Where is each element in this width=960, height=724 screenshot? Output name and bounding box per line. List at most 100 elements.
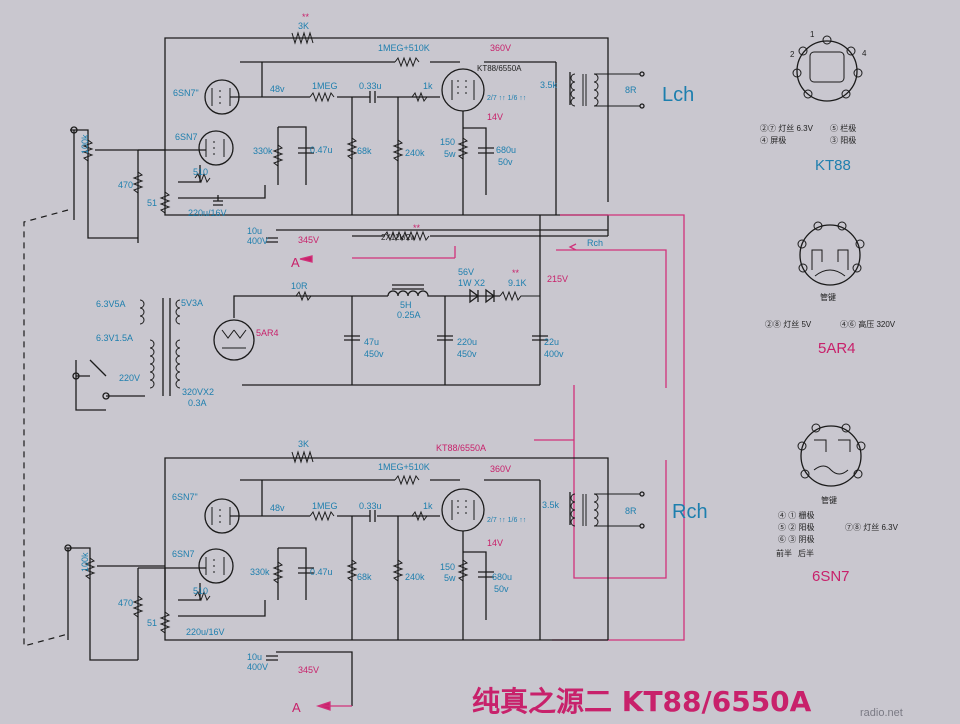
5ar4-legend-2: ④⑥ 高压 320V: [840, 319, 896, 329]
lch-power-tube-label: KT88/6550A: [477, 64, 522, 73]
rch-ot-secondary-label: 8R: [625, 506, 637, 516]
kt88-pin-4: 4: [862, 49, 867, 58]
rch-node-a-label: A: [292, 700, 301, 715]
page-title: 纯真之源二 KT88/6550A: [472, 685, 812, 718]
power-heater1-label: 6.3V5A: [96, 299, 126, 309]
lch-r-330k-label: 330k: [253, 146, 273, 156]
power-supply: 2X12k/2w ** A Rch 6.3V5A 6.3V1.5A 5V3A 2…: [72, 214, 685, 641]
6sn7-legend-3: ⑥ ③ 阴极: [778, 534, 814, 544]
lch-c-10u-label: 10u: [247, 226, 262, 236]
watermark: radio.net: [860, 707, 903, 719]
lch-r-pot-label: 100k: [80, 134, 90, 154]
lch-c-couple-label: 0.33u: [359, 81, 382, 91]
lch-screen-tap-label: 2/7 ↑↑ 1/6 ↑↑: [487, 95, 526, 102]
5ar4-name: 5AR4: [818, 340, 856, 357]
pinout-kt88: 1 2 4 ②⑦ 灯丝 6.3V ⑤ 栏极 ④ 屏极 ③ 阳极 KT88: [760, 30, 867, 174]
rch-r-fb-label: 3K: [298, 439, 309, 449]
pinout-5ar4: 管键 ②⑧ 灯丝 5V ④⑥ 高压 320V 5AR4: [765, 221, 896, 357]
rch-c-047-label: 0.47u: [310, 567, 333, 577]
lch-plate-v-label: 48v: [270, 84, 285, 94]
power-rectifier-label: 5AR4: [256, 328, 279, 338]
power-mains-label: 220V: [119, 373, 140, 383]
power-rch-tap-label: Rch: [587, 238, 603, 248]
6sn7-legend-4: ⑦⑧ 灯丝 6.3V: [845, 522, 899, 532]
lch-b-plus-label: 360V: [490, 43, 511, 53]
lch-c-50v-label: 50v: [498, 157, 513, 167]
rch-power-tube-label: KT88/6550A: [436, 443, 486, 453]
lch-r-fb-label: 3K: [298, 21, 309, 31]
6sn7-section-rear: 后半: [798, 548, 814, 558]
6sn7-section-front: 前半: [776, 548, 792, 558]
rch-r-240k-label: 240k: [405, 572, 425, 582]
rch-r-feedback-label: 1MEG+510K: [378, 462, 430, 472]
power-r-dropper-label: 2X12k/2w: [381, 233, 416, 242]
lch-r-240k-label: 240k: [405, 148, 425, 158]
rch-screen-tap-label: 2/7 ↑↑ 1/6 ↑↑: [487, 517, 526, 524]
lch-v1a-label: 6SN7": [173, 88, 199, 98]
power-c3-voltage: 400v: [544, 349, 564, 359]
power-hv-current-label: 0.3A: [188, 398, 207, 408]
power-hv-winding-label: 320VX2: [182, 387, 214, 397]
lch-r-stopper-label: 1k: [423, 81, 433, 91]
kt88-legend-3: ④ 屏极: [760, 135, 786, 145]
rch-r-grid-label: 1MEG: [312, 501, 338, 511]
lch-r-5w-label: 5w: [444, 149, 456, 159]
lch-c-047-label: 0.47u: [310, 145, 333, 155]
power-v-215-label: 215V: [547, 274, 568, 284]
rch-c-680-label: 680u: [492, 572, 512, 582]
lch-ot-primary-label: 3.5k: [540, 80, 558, 90]
rch-r-510-label: 510: [193, 586, 208, 596]
pinout-6sn7: 管键 ④ ① 栅极 ⑤ ② 阳极 ⑥ ③ 阴极 ⑦⑧ 灯丝 6.3V 前半 后半…: [776, 423, 899, 585]
kt88-legend-2: ⑤ 栏极: [830, 123, 856, 133]
power-r-91k-label: 9.1K: [508, 278, 527, 288]
rch-v1a-label: 6SN7": [172, 492, 198, 502]
power-zener-label: 56V: [458, 267, 474, 277]
6sn7-legend-2: ⑤ ② 阳极: [778, 522, 814, 532]
left-channel-amplifier: 3K ** 1MEG+510K 360V 6SN7" 6SN7 48v 1MEG…: [70, 12, 694, 246]
power-zener-spec-label: 1W X2: [458, 278, 485, 288]
rch-plate-v-label: 48v: [270, 503, 285, 513]
lch-r-51-label: 51: [147, 198, 157, 208]
power-c1-voltage: 450v: [364, 349, 384, 359]
power-c2-value: 220u: [457, 337, 477, 347]
lch-r-feedback-label: 1MEG+510K: [378, 43, 430, 53]
rch-b-plus-label: 360V: [490, 464, 511, 474]
lch-v-345-label: 345V: [298, 235, 319, 245]
power-choke-label: 5H: [400, 300, 412, 310]
rch-r-pot-label: 100k: [80, 552, 90, 572]
6sn7-name: 6SN7: [812, 568, 850, 585]
rch-r-150-label: 150: [440, 562, 455, 572]
rch-r-stopper-label: 1k: [423, 501, 433, 511]
kt88-legend-4: ③ 阳极: [830, 135, 856, 145]
kt88-legend-1: ②⑦ 灯丝 6.3V: [760, 123, 814, 133]
lch-r-grid-label: 1MEG: [312, 81, 338, 91]
power-r-10r-label: 10R: [291, 281, 308, 291]
lch-ot-secondary-label: 8R: [625, 85, 637, 95]
kt88-name: KT88: [815, 157, 851, 174]
power-heater2-label: 6.3V1.5A: [96, 333, 133, 343]
power-choke-current-label: 0.25A: [397, 310, 421, 320]
lch-r-68k-label: 68k: [357, 146, 372, 156]
power-c3-value: 22u: [544, 337, 559, 347]
power-node-a-label: A: [291, 255, 300, 270]
5ar4-legend-1: ②⑧ 灯丝 5V: [765, 319, 812, 329]
rch-ot-primary-label: 3.5k: [542, 500, 560, 510]
rch-c-50v-label: 50v: [494, 584, 509, 594]
lch-c-400v-label: 400V: [247, 236, 268, 246]
rch-r-5w-label: 5w: [444, 573, 456, 583]
lch-c-680-label: 680u: [496, 145, 516, 155]
rch-r-51-label: 51: [147, 618, 157, 628]
rch-c-400v-label: 400V: [247, 662, 268, 672]
power-c2-voltage: 450v: [457, 349, 477, 359]
rch-r-330k-label: 330k: [250, 567, 270, 577]
right-channel-amplifier: 3K 1MEG+510K KT88/6550A 360V 6SN7" 6SN7 …: [64, 439, 708, 715]
rch-cathode-v-label: 14V: [487, 538, 503, 548]
rch-v-345-label: 345V: [298, 665, 319, 675]
lch-channel-name: Lch: [662, 84, 694, 106]
6sn7-legend-1: ④ ① 栅极: [778, 510, 814, 520]
lch-r-150-label: 150: [440, 137, 455, 147]
rch-v1b-label: 6SN7: [172, 549, 195, 559]
6sn7-tube-label: 管键: [821, 495, 837, 505]
ganged-pot-link: [23, 209, 69, 647]
